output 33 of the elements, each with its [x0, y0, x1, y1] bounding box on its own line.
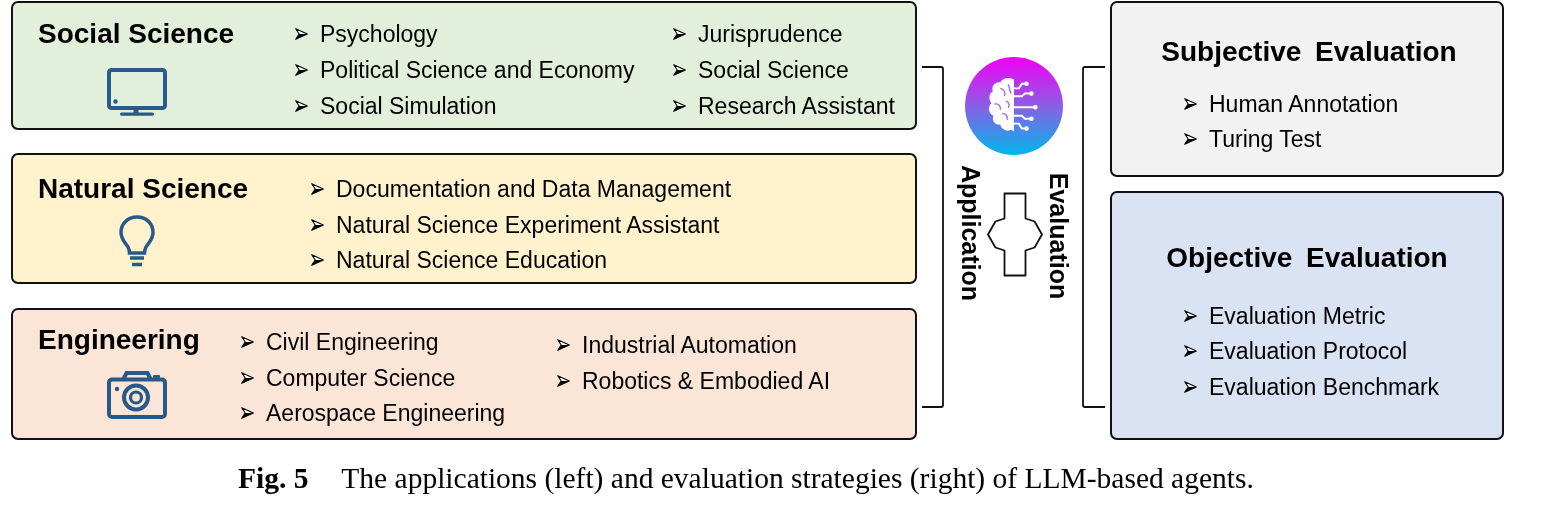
list-item: Natural Science Education	[336, 246, 608, 274]
evaluation-panel	[1110, 191, 1504, 440]
list-item: Research Assistant	[698, 92, 895, 120]
list-item: Robotics & Embodied AI	[582, 367, 831, 395]
panel-heading: Objective Evaluation	[1166, 241, 1448, 275]
list-item: Natural Science Experiment Assistant	[336, 211, 720, 239]
vertical-label: Application	[957, 164, 985, 302]
panel-heading: Natural Science	[38, 172, 249, 206]
list-item: Computer Science	[266, 364, 456, 392]
list-item: Jurisprudence	[698, 20, 843, 48]
list-item: Civil Engineering	[266, 328, 439, 356]
list-item: Social Simulation	[320, 92, 497, 120]
list-item: Political Science and Economy	[320, 56, 635, 84]
list-item: Industrial Automation	[582, 331, 797, 359]
category-panel	[11, 308, 917, 440]
panel-heading: Subjective Evaluation	[1161, 35, 1457, 69]
list-item: Documentation and Data Management	[336, 175, 732, 203]
vertical-label: Evaluation	[1045, 172, 1073, 300]
list-item: Evaluation Protocol	[1209, 337, 1408, 365]
list-item: Social Science	[698, 56, 849, 84]
list-item: Turing Test	[1209, 125, 1322, 153]
figure-caption: Fig. 5 The applications (left) and evaluation strategies (right) of LLM-based agents.	[238, 461, 1254, 495]
category-panel	[11, 1, 917, 130]
list-item: Psychology	[320, 20, 438, 48]
evaluation-panel	[1110, 1, 1504, 177]
panel-heading: Engineering	[38, 323, 200, 357]
list-item: Evaluation Metric	[1209, 302, 1386, 330]
category-panel	[11, 153, 917, 284]
list-item: Human Annotation	[1209, 90, 1399, 118]
list-item: Aerospace Engineering	[266, 399, 506, 427]
list-item: Evaluation Benchmark	[1209, 373, 1440, 401]
panel-heading: Social Science	[38, 17, 235, 51]
block-arrow	[987, 192, 1043, 277]
